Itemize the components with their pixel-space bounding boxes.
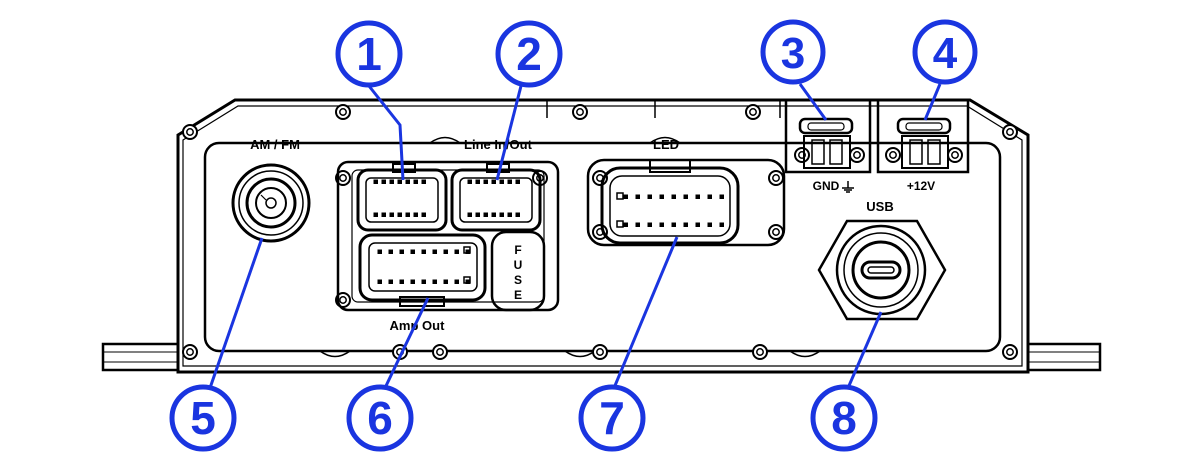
plus-12v-label: +12V	[907, 179, 935, 193]
line-in-out-connector-right	[450, 163, 542, 232]
callout-5-number: 5	[190, 392, 216, 444]
connector-block-left	[336, 160, 560, 312]
screw-icon	[592, 344, 608, 360]
screw-icon	[572, 104, 588, 120]
left-mounting-flange	[101, 342, 180, 372]
right-mounting-flange	[1026, 342, 1102, 372]
gnd-label: GND	[813, 179, 840, 193]
screw-icon	[885, 147, 901, 163]
callouts: 1 2 3 4 5 6 7	[169, 19, 978, 452]
callout-7-number: 7	[599, 392, 625, 444]
callout-4: 4	[912, 19, 978, 121]
usb-label: USB	[866, 199, 893, 214]
screw-icon	[432, 344, 448, 360]
panel-labels: AM / FM Line In/Out LED GND +12V USB Amp…	[250, 137, 935, 333]
led-label: LED	[653, 137, 679, 152]
callout-4-number: 4	[933, 29, 958, 78]
led-connector	[586, 158, 786, 247]
amp-out-label: Amp Out	[390, 318, 446, 333]
housing-outline	[176, 98, 1030, 374]
power-terminal-housing	[876, 100, 970, 174]
callout-6-number: 6	[367, 392, 393, 444]
screw-icon	[592, 224, 608, 240]
screw-icon	[1002, 344, 1018, 360]
screw-icon	[182, 124, 198, 140]
callout-1: 1	[335, 20, 405, 181]
fuse-letter: F	[514, 243, 521, 257]
screw-icon	[335, 170, 351, 186]
screw-icon	[335, 104, 351, 120]
ground-symbol-icon	[842, 181, 854, 193]
callout-3-number: 3	[781, 29, 805, 78]
amp-out-connector	[358, 233, 487, 307]
usb-port	[817, 219, 947, 321]
screw-icon	[768, 170, 784, 186]
screw-icon	[947, 147, 963, 163]
fuse-letter: S	[514, 273, 522, 287]
screw-icon	[1002, 124, 1018, 140]
screw-icon	[182, 344, 198, 360]
callout-8-number: 8	[831, 392, 857, 444]
ground-terminal-housing	[784, 100, 872, 174]
fuse-holder	[490, 230, 546, 312]
screw-icon	[752, 344, 768, 360]
line-in-out-label: Line In/Out	[464, 137, 533, 152]
fuse-letter: U	[514, 258, 523, 272]
callout-2: 2	[495, 20, 563, 181]
am-fm-label: AM / FM	[250, 137, 300, 152]
callout-7: 7	[578, 236, 679, 452]
callout-6: 6	[346, 297, 430, 452]
callout-1-number: 1	[356, 28, 382, 80]
screw-icon	[794, 147, 810, 163]
callout-3: 3	[760, 19, 828, 121]
callout-2-number: 2	[516, 28, 542, 80]
callout-8: 8	[810, 311, 883, 452]
screw-icon	[745, 104, 761, 120]
screw-icon	[849, 147, 865, 163]
power-terminal	[896, 117, 952, 169]
am-fm-antenna-connector	[231, 163, 311, 243]
fuse-letter: E	[514, 288, 522, 302]
callout-5: 5	[169, 237, 264, 452]
